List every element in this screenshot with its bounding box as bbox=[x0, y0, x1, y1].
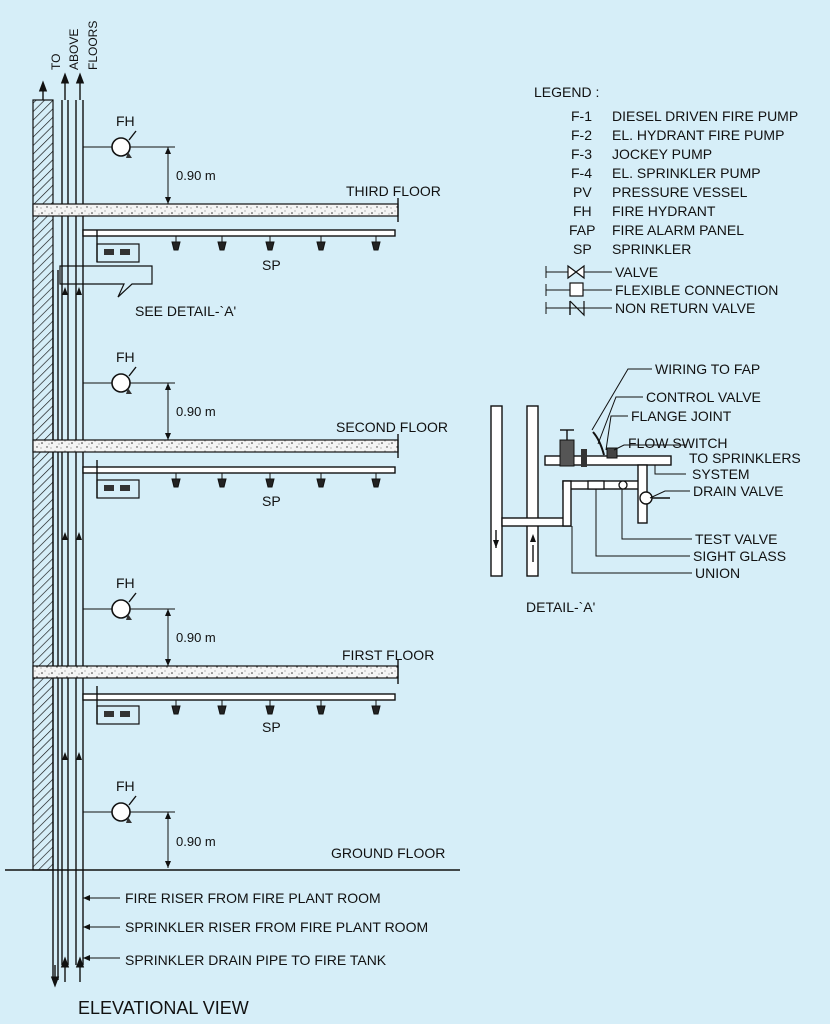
legend-desc: FIRE ALARM PANEL bbox=[612, 222, 744, 238]
legend-code: SP bbox=[573, 241, 592, 257]
legend-code: F-1 bbox=[571, 108, 592, 124]
vertical-risers bbox=[38, 72, 85, 988]
sprinkler-label: SP bbox=[262, 493, 281, 509]
fire-hydrant-icon bbox=[111, 130, 137, 158]
detail-label-control-valve: CONTROL VALVE bbox=[646, 389, 761, 405]
floor-third: FH 0.90 m THIRD FLOOR SP bbox=[32, 113, 441, 273]
legend-item: FAP FIRE ALARM PANEL bbox=[569, 222, 744, 238]
sprinkler-riser-label: SPRINKLER RISER FROM FIRE PLANT ROOM bbox=[125, 919, 428, 935]
detail-label-test-valve: TEST VALVE bbox=[695, 531, 777, 547]
detail-title: DETAIL-`A' bbox=[526, 599, 595, 615]
legend-code: FH bbox=[573, 203, 592, 219]
valve-assembly bbox=[96, 460, 140, 499]
sprinkler-head-icons bbox=[171, 700, 381, 715]
legend-code: PV bbox=[573, 184, 592, 200]
fire-riser-label: FIRE RISER FROM FIRE PLANT ROOM bbox=[125, 890, 381, 906]
legend-item: FH FIRE HYDRANT bbox=[573, 203, 716, 219]
sprinkler-label: SP bbox=[262, 719, 281, 735]
floor-label: FIRST FLOOR bbox=[342, 647, 434, 663]
flow-switch-icon bbox=[592, 431, 618, 459]
legend-item: F-3 JOCKEY PUMP bbox=[571, 146, 712, 162]
detail-label-flange-joint: FLANGE JOINT bbox=[631, 408, 732, 424]
view-title: ELEVATIONAL VIEW bbox=[78, 998, 249, 1018]
height-dimension: 0.90 m bbox=[176, 834, 216, 849]
legend-item: F-1 DIESEL DRIVEN FIRE PUMP bbox=[571, 108, 798, 124]
legend-desc: DIESEL DRIVEN FIRE PUMP bbox=[612, 108, 798, 124]
legend-desc: PRESSURE VESSEL bbox=[612, 184, 748, 200]
legend-desc: EL. HYDRANT FIRE PUMP bbox=[612, 127, 784, 143]
detail-label-system: SYSTEM bbox=[692, 466, 750, 482]
floor-label: THIRD FLOOR bbox=[346, 183, 441, 199]
floor-first: FH 0.90 m FIRST FLOOR SP bbox=[32, 575, 434, 735]
floor-label: SECOND FLOOR bbox=[336, 419, 448, 435]
detail-label-wiring: WIRING TO FAP bbox=[655, 361, 760, 377]
legend-code: FAP bbox=[569, 222, 595, 238]
riser-top-label: TO ABOVE FLOORS bbox=[49, 21, 100, 70]
legend-code: F-4 bbox=[571, 165, 592, 181]
legend-item: SP SPRINKLER bbox=[573, 241, 691, 257]
legend-desc: SPRINKLER bbox=[612, 241, 691, 257]
riser-labels: FIRE RISER FROM FIRE PLANT ROOM SPRINKLE… bbox=[83, 890, 428, 968]
legend-desc: JOCKEY PUMP bbox=[612, 146, 712, 162]
legend-title: LEGEND : bbox=[534, 84, 599, 100]
valve-assembly bbox=[96, 686, 140, 725]
flexible-connection-icon bbox=[545, 282, 612, 297]
detail-a: WIRING TO FAP CONTROL VALVE FLANGE JOINT… bbox=[490, 361, 801, 615]
sprinkler-label: SP bbox=[262, 257, 281, 273]
detail-label-to-sprinklers: TO SPRINKLERS bbox=[689, 450, 801, 466]
legend-item: F-2 EL. HYDRANT FIRE PUMP bbox=[571, 127, 784, 143]
non-return-valve-icon bbox=[545, 300, 612, 317]
legend-symbol-label: VALVE bbox=[615, 264, 658, 280]
detail-label-sight-glass: SIGHT GLASS bbox=[693, 548, 786, 564]
legend-code: F-3 bbox=[571, 146, 592, 162]
drain-valve-icon bbox=[639, 491, 670, 505]
legend-symbol-label: NON RETURN VALVE bbox=[615, 300, 755, 316]
legend: LEGEND : F-1 DIESEL DRIVEN FIRE PUMP F-2… bbox=[534, 84, 798, 317]
drain-pipe-label: SPRINKLER DRAIN PIPE TO FIRE TANK bbox=[125, 952, 387, 968]
sprinkler-head-icons bbox=[171, 236, 381, 251]
see-detail-label: SEE DETAIL-`A' bbox=[135, 303, 236, 319]
hydrant-label: FH bbox=[116, 349, 135, 365]
sprinkler-head-icons bbox=[171, 473, 381, 488]
height-dimension: 0.90 m bbox=[176, 404, 216, 419]
valve-assembly bbox=[96, 230, 140, 263]
legend-item: F-4 EL. SPRINKLER PUMP bbox=[571, 165, 761, 181]
height-dimension: 0.90 m bbox=[176, 630, 216, 645]
hydrant-label: FH bbox=[116, 575, 135, 591]
fire-hydrant-icon bbox=[111, 592, 137, 620]
detail-callout: SEE DETAIL-`A' bbox=[59, 265, 236, 319]
fire-hydrant-icon bbox=[111, 366, 137, 394]
legend-symbol-label: FLEXIBLE CONNECTION bbox=[615, 282, 778, 298]
hydrant-label: FH bbox=[116, 113, 135, 129]
legend-item: PV PRESSURE VESSEL bbox=[573, 184, 748, 200]
floor-ground: FH 0.90 m GROUND FLOOR bbox=[5, 778, 460, 871]
control-valve-icon bbox=[559, 429, 575, 467]
detail-label-union: UNION bbox=[695, 565, 740, 581]
legend-desc: EL. SPRINKLER PUMP bbox=[612, 165, 761, 181]
floor-second: FH 0.90 m SECOND FLOOR SP bbox=[32, 349, 448, 509]
valve-icon bbox=[545, 264, 612, 280]
legend-desc: FIRE HYDRANT bbox=[612, 203, 716, 219]
riser-label-line-2: ABOVE bbox=[67, 29, 81, 70]
hydrant-label: FH bbox=[116, 778, 135, 794]
height-dimension: 0.90 m bbox=[176, 168, 216, 183]
detail-label-drain-valve: DRAIN VALVE bbox=[693, 483, 784, 499]
detail-label-flow-switch: FLOW SWITCH bbox=[628, 435, 728, 451]
detail-leader-lines bbox=[571, 368, 692, 574]
riser-label-line-1: TO bbox=[49, 54, 63, 70]
riser-label-line-3: FLOORS bbox=[86, 21, 100, 70]
fire-hydrant-icon bbox=[111, 795, 137, 823]
legend-code: F-2 bbox=[571, 127, 592, 143]
floor-label: GROUND FLOOR bbox=[331, 845, 445, 861]
